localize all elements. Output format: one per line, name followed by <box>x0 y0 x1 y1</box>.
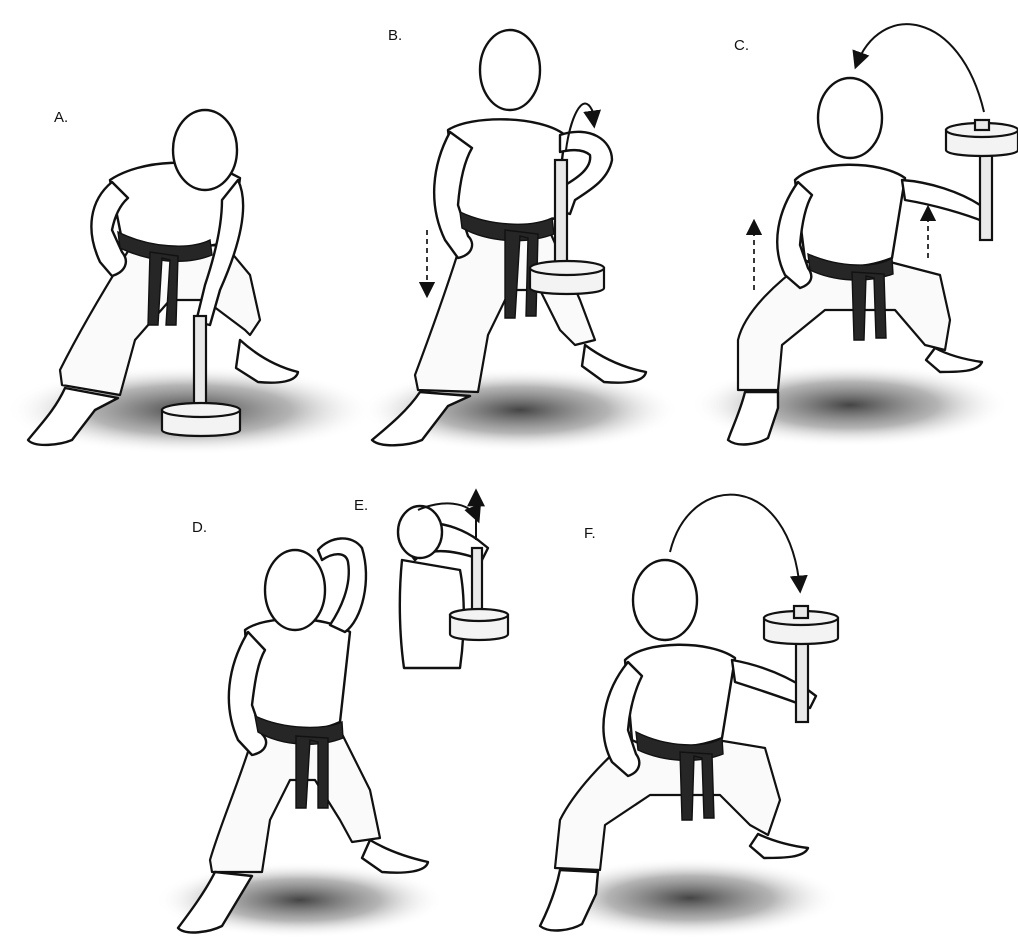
panel-label-b: B. <box>388 27 402 44</box>
weight-handle <box>472 548 482 616</box>
head <box>480 30 540 110</box>
panel-label-a: A. <box>54 109 68 126</box>
panel-label-c: C. <box>734 37 749 54</box>
pants <box>210 730 380 872</box>
torso <box>625 645 735 748</box>
panel-f: F. <box>540 495 840 938</box>
weight-disc-top <box>162 403 240 417</box>
weight-cap <box>794 606 808 618</box>
torso <box>448 119 565 228</box>
torso <box>795 165 905 268</box>
panel-label-d: D. <box>192 519 207 536</box>
weight-handle <box>555 160 567 270</box>
weight-cap <box>975 120 989 130</box>
right-foot <box>750 834 808 858</box>
panel-label-e: E. <box>354 497 368 514</box>
panel-c: C. <box>690 24 1018 447</box>
head <box>818 78 882 158</box>
panel-a: A. <box>5 109 375 455</box>
head <box>265 550 325 630</box>
weight-disc-top <box>450 609 508 621</box>
panel-e: E. <box>354 492 508 668</box>
right-arm <box>902 180 990 222</box>
panel-b: B. <box>360 27 680 452</box>
head <box>398 506 442 558</box>
weight-handle <box>194 316 206 404</box>
weight-disc-top <box>530 261 604 275</box>
head <box>173 110 237 190</box>
torso <box>245 619 350 732</box>
panel-label-f: F. <box>584 525 596 542</box>
right-foot <box>926 348 982 372</box>
head <box>633 560 697 640</box>
